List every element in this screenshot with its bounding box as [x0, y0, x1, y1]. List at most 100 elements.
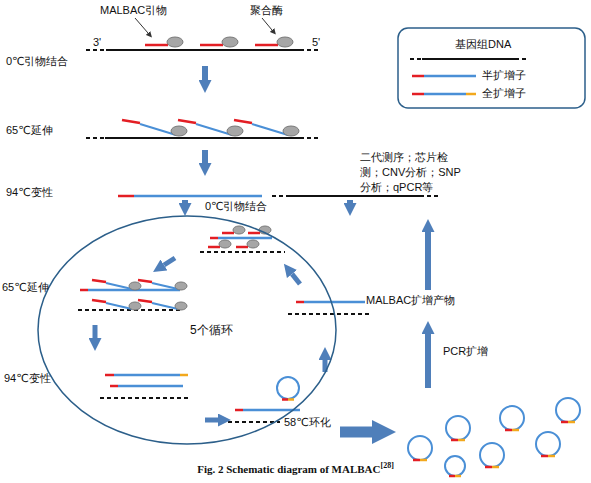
genomic-dna [300, 137, 320, 139]
primer [208, 246, 220, 249]
primer [138, 300, 152, 302]
primer-complement [288, 398, 294, 401]
new-strand [106, 283, 132, 289]
polymerase [247, 240, 259, 248]
primer [145, 44, 168, 47]
primer [541, 455, 548, 458]
primer [80, 289, 88, 292]
leader-line [135, 18, 148, 33]
genomic-dna [228, 421, 280, 423]
genomic-dna [106, 49, 300, 51]
leader-line [262, 18, 272, 30]
primer [118, 195, 134, 198]
new-strand [152, 303, 178, 309]
primer [105, 374, 114, 377]
new-strand [152, 283, 178, 289]
half-amplicon [118, 385, 183, 388]
stage-label: 94℃变性 [4, 372, 51, 385]
annotation-text: MALBAC扩增产物 [366, 294, 455, 307]
polymerase [222, 37, 238, 47]
polymerase [175, 302, 187, 310]
legend-line [466, 93, 476, 96]
flow-arrow [202, 150, 208, 163]
primer [234, 120, 252, 123]
stage-label: 5个循环 [190, 324, 233, 337]
stage-label: 0℃引物结合 [205, 200, 267, 213]
primer [485, 466, 492, 469]
primer-complement [458, 439, 465, 442]
output-arrow [340, 427, 372, 438]
legend-line [410, 58, 422, 60]
legend-sample [410, 59, 527, 60]
looped-amplicon [445, 456, 465, 476]
cycle-arrow [292, 274, 300, 284]
primer [282, 398, 288, 401]
legend-line [412, 75, 424, 78]
genomic-dna [288, 313, 372, 315]
flow-arrow [425, 334, 431, 388]
primer-complement [548, 455, 555, 458]
primer [451, 439, 458, 442]
annotation-text: 聚合酶 [250, 4, 283, 17]
primer [92, 280, 106, 282]
legend-line [424, 93, 466, 96]
half-amplicon [218, 237, 272, 240]
looped-amplicon [500, 406, 524, 430]
genomic-dna [100, 397, 190, 399]
legend-text: 半扩增子 [482, 69, 526, 82]
legend-text: 全扩增子 [482, 87, 526, 100]
genomic-dna [420, 195, 440, 197]
primer [178, 120, 196, 123]
primer [200, 44, 223, 47]
polymerase [283, 126, 299, 136]
looped-amplicon [536, 432, 560, 456]
new-strand [106, 303, 132, 309]
full-amplicon [114, 374, 180, 377]
legend-line [515, 58, 527, 60]
figure-caption: Fig. 2 Schematic diagram of MALBAC [197, 463, 380, 475]
primer [296, 301, 304, 304]
legend-text: 基因组DNA [455, 38, 511, 51]
polymerase [227, 126, 243, 136]
citation-marker: [28] [380, 461, 393, 470]
cycle-arrow [164, 258, 175, 265]
polymerase [219, 240, 231, 248]
primer [561, 421, 568, 424]
legend-sample [412, 94, 476, 95]
primer-complement [492, 466, 499, 469]
primer-complement [420, 459, 427, 462]
caption-line: Fig. 2 Schematic diagram of MALBAC[28] [0, 462, 591, 476]
primer-complement [180, 374, 188, 377]
annotation-text: 二代测序；芯片检测；CNV分析；SNP分析；qPCR等 [360, 150, 468, 195]
primer [235, 409, 243, 412]
primer [138, 280, 152, 282]
half-amplicon [134, 195, 262, 198]
node-outline [37, 215, 337, 445]
cycle-node: 0℃引物结合65℃延伸94℃变性58℃环化5个循环 [37, 215, 337, 445]
primer-complement [568, 421, 575, 424]
flow-arrow [425, 232, 431, 290]
cycle-arrow [205, 418, 218, 423]
annotation-text: 5' [312, 36, 320, 49]
primer [236, 246, 248, 249]
annotation-text: 65℃延伸 [6, 124, 53, 137]
primer [110, 385, 118, 388]
half-amplicon [304, 301, 365, 304]
primer [222, 232, 234, 235]
genomic-dna [200, 251, 285, 253]
flow-arrow [202, 66, 208, 80]
new-strand [140, 124, 176, 135]
annotation-text: PCR扩增 [443, 345, 488, 358]
looped-amplicon [277, 377, 299, 399]
new-strand [252, 124, 288, 135]
primer [210, 237, 218, 240]
genomic-dna [86, 137, 105, 139]
primer [449, 475, 455, 478]
new-strand [196, 124, 232, 135]
looped-amplicon [480, 443, 504, 467]
polymerase [171, 126, 187, 136]
primer [505, 429, 512, 432]
primer-complement [512, 429, 519, 432]
annotation-text: MALBAC引物 [100, 4, 167, 17]
